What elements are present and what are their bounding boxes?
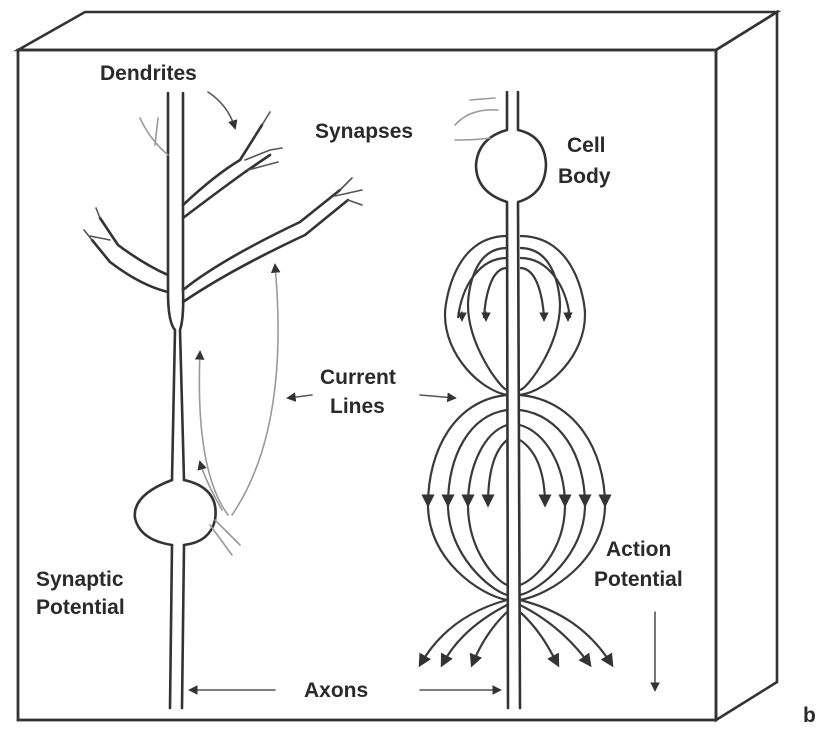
label-lines: Lines xyxy=(330,395,385,418)
label-body: Body xyxy=(558,165,611,188)
current-lines xyxy=(420,236,612,665)
left-neuron xyxy=(84,93,362,708)
dendrites-pointer xyxy=(208,92,235,128)
label-action: Action xyxy=(606,538,671,561)
current-pointer-left xyxy=(288,395,312,398)
current-pointer-right xyxy=(420,395,455,398)
label-synaptic: Synaptic xyxy=(36,568,124,591)
label-synaptic-potential: Potential xyxy=(36,596,125,619)
label-action-potential: Potential xyxy=(594,568,683,591)
label-synapses: Synapses xyxy=(315,120,413,143)
label-axons: Axons xyxy=(304,679,368,702)
label-cell: Cell xyxy=(567,134,606,157)
label-current: Current xyxy=(320,366,396,389)
panel-label: b xyxy=(803,704,816,727)
label-dendrites: Dendrites xyxy=(100,62,197,85)
tissue-block xyxy=(18,12,777,720)
